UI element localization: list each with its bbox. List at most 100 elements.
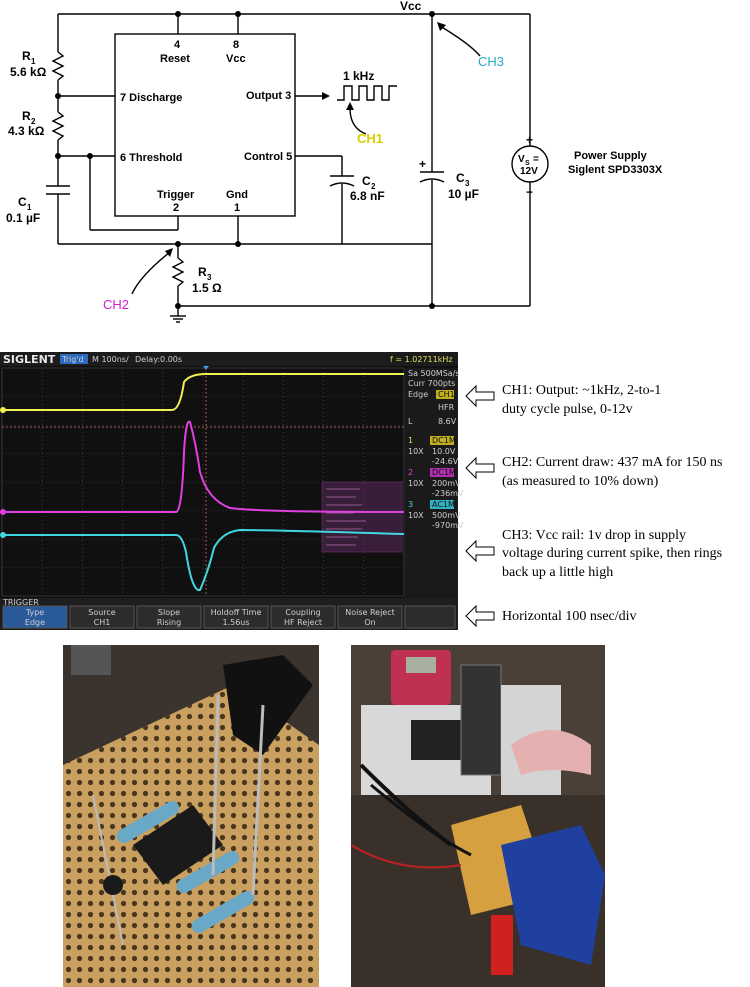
note-ch1: CH1: Output: ~1kHz, 2-to-1 duty cycle pu…: [465, 383, 661, 417]
pin2-label: 2: [173, 202, 179, 214]
scope-menu-bottom: On: [364, 618, 375, 627]
ch3-n: 3: [408, 500, 413, 509]
scope-menu-top: Type: [25, 608, 44, 617]
c1-value: 0.1 µF: [6, 211, 40, 225]
discharge-label: 7 Discharge: [120, 92, 182, 104]
scope-menu-top: Holdoff Time: [211, 608, 262, 617]
scope-sample: Sa 500MSa/s: [408, 369, 460, 378]
scope-menu-bottom: CH1: [94, 618, 111, 627]
scope-menu-top: Coupling: [285, 608, 320, 617]
c3-value: 10 µF: [448, 187, 479, 201]
ch1-probe: 10X: [408, 447, 424, 456]
note-ch3: CH3: Vcc rail: 1v drop in supply voltage…: [465, 528, 722, 580]
pin1-label: 1: [234, 202, 240, 214]
note-ch2: CH2: Current draw: 437 mA for 150 ns (as…: [465, 455, 722, 489]
ic-555: [114, 33, 296, 217]
scope-menu-bottom: Edge: [25, 618, 45, 627]
perfboard-photo: [63, 645, 319, 987]
ch2-scale: 200mV: [432, 479, 461, 488]
ch1-n: 1: [408, 436, 413, 445]
r1-resistor: [51, 51, 65, 81]
scope-trig-edge: Edge: [408, 390, 428, 399]
c3-plus: +: [419, 157, 426, 171]
ch2-trace: [2, 420, 405, 513]
annotations: CH1: Output: ~1kHz, 2-to-1 duty cycle pu…: [465, 383, 722, 628]
scope-menu-next-button[interactable]: [404, 605, 456, 629]
c1-sub: 1: [27, 203, 32, 212]
scope-timebase: M 100ns/: [92, 355, 129, 364]
r2-label: R: [22, 109, 31, 123]
schematic: Vcc 4 Reset 8 Vcc 7 Discharge 6 Threshol…: [6, 0, 663, 323]
note-ch3-line1: CH3: Vcc rail: 1v drop in supply: [502, 528, 686, 543]
ch1-info: 1 DC1M 10X 10.0V -24.6V: [408, 436, 459, 466]
r3-value: 1.5 Ω: [192, 281, 222, 295]
ch1-scale: 10.0V: [432, 447, 456, 456]
ch1-probe-label: CH1: [357, 131, 383, 146]
control-label: Control 5: [244, 151, 292, 163]
r3-sub: 3: [207, 273, 212, 282]
scope-trig-l: L: [408, 417, 413, 426]
trigger-label: Trigger: [157, 189, 195, 201]
scope-menu-top: Source: [88, 608, 116, 617]
scope-grid: [1, 367, 405, 597]
ch1-offset: -24.6V: [432, 457, 459, 466]
note-ch2-line1: CH2: Current draw: 437 mA for 150 ns: [502, 455, 722, 470]
c2-label: C: [362, 174, 371, 188]
note-horizontal: Horizontal 100 nsec/div: [465, 604, 637, 628]
c1-label: C: [18, 195, 27, 209]
scope-menu-top: Noise Reject: [345, 608, 395, 617]
ch2-info: 2 DC1M 10X 200mV -236mV: [408, 468, 464, 498]
ch3-coupling: AC1M: [432, 500, 455, 509]
c3-label: C: [456, 171, 465, 185]
c2-value: 6.8 nF: [350, 189, 385, 203]
ch2-offset: -236mV: [432, 489, 464, 498]
r1-sub: 1: [31, 57, 36, 66]
scope-menu-bottom: 1.56us: [222, 618, 249, 627]
note-ch2-line2: (as measured to 10% down): [502, 474, 659, 489]
ch3-offset: -970mV: [432, 521, 464, 530]
scope-freq: f = 1.02711kHz: [390, 355, 453, 364]
r3-label: R: [198, 265, 207, 279]
scope-curr: Curr 700pts: [408, 379, 455, 388]
ch2-probe-label: CH2: [103, 297, 129, 312]
ch2-coupling: DC1M: [432, 468, 456, 477]
ch3-scale: 500mV: [432, 511, 461, 520]
bench-photo: [350, 645, 605, 987]
note-ch3-line2: voltage during current spike, then rings: [502, 546, 722, 561]
r2-value: 4.3 kΩ: [8, 124, 45, 138]
freq-label: 1 kHz: [343, 69, 374, 83]
ch2-probe: 10X: [408, 479, 424, 488]
note-horizontal-text: Horizontal 100 nsec/div: [502, 609, 637, 624]
scope-trig-src: CH1: [438, 390, 455, 399]
scope-menu-bottom: Rising: [157, 618, 181, 627]
ch2-n: 2: [408, 468, 413, 477]
note-ch1-line2: duty cycle pulse, 0-12v: [502, 402, 633, 417]
supply-eq: =: [533, 154, 539, 165]
ch3-trace: [2, 528, 405, 592]
scope-brand: SIGLENT: [3, 353, 56, 366]
scope-trig-hfr: HFR: [438, 403, 455, 412]
reset-label: Reset: [160, 53, 190, 65]
supply-minus: −: [526, 185, 533, 199]
vcc-label: Vcc: [400, 0, 422, 13]
scope-menu-top: Slope: [158, 608, 180, 617]
r2-resistor: [51, 111, 65, 141]
output-label: Output 3: [246, 90, 291, 102]
scope-trig-level: 8.6V: [438, 417, 457, 426]
pin4-label: 4: [174, 39, 181, 51]
measurement-box: [321, 481, 403, 553]
c2-sub: 2: [371, 182, 376, 191]
note-ch3-line3: back up a little high: [502, 565, 613, 580]
scope-menu-bottom: HF Reject: [284, 618, 322, 627]
vcc-pin-label: Vcc: [226, 53, 246, 65]
ch3-probe-label: CH3: [478, 54, 504, 69]
ch1-coupling: DC1M: [432, 436, 456, 445]
threshold-label: 6 Threshold: [120, 152, 182, 164]
